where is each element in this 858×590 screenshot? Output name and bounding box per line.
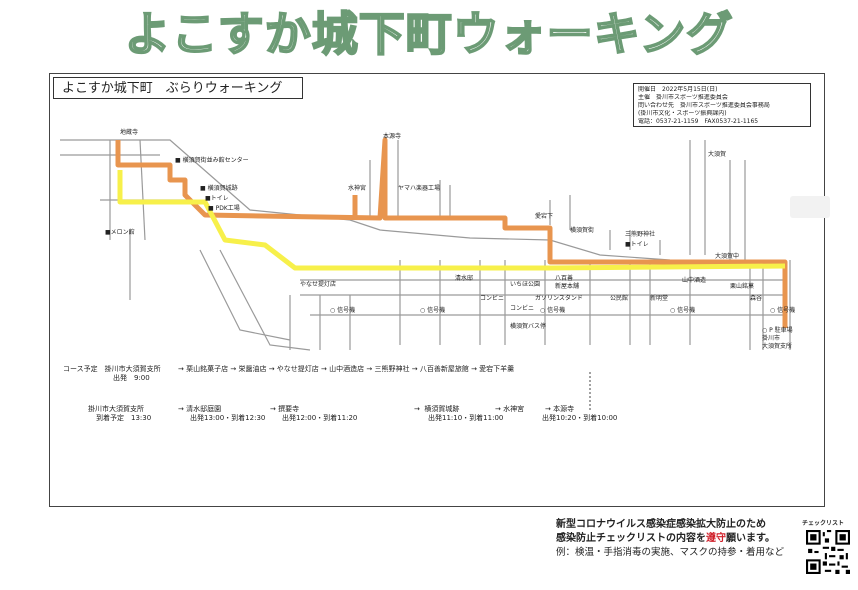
qr-label: チェックリスト bbox=[802, 520, 845, 527]
contact: 問い合わせ先 掛川市スポーツ推進委員会事務局 bbox=[638, 102, 770, 109]
label-toilet1: ■トイレ bbox=[205, 195, 229, 202]
label-bus: 横須賀バス停 bbox=[510, 322, 546, 330]
schedule-start-time: 出発 9:00 bbox=[113, 374, 150, 382]
stop-out-2: やなせ提灯店 bbox=[276, 365, 319, 373]
label-gasstand: ガソリンスタンド bbox=[535, 294, 583, 302]
phone: 電話：0537-21-1159 FAX0537-21-1165 bbox=[638, 118, 759, 125]
label-ito: いちほ公園 bbox=[510, 281, 540, 288]
label-toilet2: ■トイレ bbox=[625, 241, 649, 248]
event-info-box: 開催日 2022年5月15日(日) 主催 掛川市スポーツ推進委員会 問い合わせ先… bbox=[633, 83, 811, 127]
schedule-start-place: 掛川市大須賀支所 bbox=[104, 365, 161, 373]
label-park: ■メロン館 bbox=[105, 228, 135, 236]
organizer: 主催 掛川市スポーツ推進委員会 bbox=[638, 94, 728, 101]
notice-emphasis: 遵守 bbox=[706, 533, 726, 544]
label-aigoji: 愛宕下 bbox=[535, 212, 553, 220]
schedule-end-place: 掛川市大須賀支所 bbox=[88, 405, 144, 413]
stop-in-4: → 本源寺 bbox=[545, 405, 575, 413]
stop-in-0: → 清水邸庭園 bbox=[178, 405, 222, 413]
label-sta3: ○ 信号機 bbox=[540, 306, 565, 314]
label-yamanaka: 山中酒造 bbox=[682, 276, 706, 284]
label-shinmeido: 新明堂 bbox=[650, 294, 668, 302]
label-sta4: ○ 信号機 bbox=[670, 306, 695, 314]
label-awa: 栗山銘菓 bbox=[730, 282, 754, 290]
label-mori: 森谷 bbox=[750, 294, 762, 302]
stop-in-2-time: 出発11:10・到着11:00 bbox=[428, 414, 504, 422]
label-goal1: 掛川市 bbox=[762, 334, 780, 342]
label-kaido: 横須賀街 bbox=[570, 226, 594, 234]
route-return bbox=[117, 170, 786, 271]
notice-line3: 例：検温・手指消毒の実施、マスクの持参・着用など bbox=[556, 547, 785, 558]
label-shimizu: 清水邸 bbox=[455, 274, 473, 282]
label-daisuke: 大須賀 bbox=[708, 150, 726, 158]
route-outbound bbox=[115, 137, 788, 328]
stop-out-4: 三熊野神社 bbox=[374, 365, 410, 373]
stop-in-2: → 横須賀城跡 bbox=[414, 405, 460, 413]
label-daisho: 大須賀中 bbox=[715, 252, 739, 260]
label-ichiyasaku2: 新屋本舗 bbox=[555, 282, 579, 290]
schedule-end-time: 到着予定 13:30 bbox=[96, 414, 152, 422]
label-castle: ■ 横須賀城跡 bbox=[200, 184, 238, 192]
map-frame bbox=[49, 73, 825, 507]
stop-out-6: 愛宕下羊羹 bbox=[479, 365, 515, 373]
label-parking: ○ P 駐車場 bbox=[762, 326, 793, 334]
label-pdk: ■ PDK工場 bbox=[208, 204, 240, 212]
label-sta1: ○ 信号機 bbox=[330, 306, 355, 314]
department: (掛川市文化・スポーツ振興課内) bbox=[638, 110, 727, 117]
label-yamaha: ヤマハ楽器工場 bbox=[398, 184, 440, 192]
notice-line2: 感染防止チェックリストの内容を遵守願います。 bbox=[556, 533, 775, 544]
qr-code-icon[interactable] bbox=[806, 530, 850, 574]
stop-out-0: 栗山銘菓子店 bbox=[186, 365, 229, 373]
stop-in-3: → 水神宮 bbox=[495, 405, 525, 413]
label-honganji: 本源寺 bbox=[383, 132, 401, 140]
notice-line1: 新型コロナウイルス感染症感染拡大防止のため bbox=[556, 519, 766, 530]
stop-in-0-time: 出発13:00・到着12:30 bbox=[190, 414, 266, 422]
label-chikuraku: やなせ提灯店 bbox=[300, 280, 336, 288]
side-scroll-handle[interactable] bbox=[790, 196, 830, 218]
schedule-start-label: コース予定 bbox=[63, 365, 98, 373]
label-conv2: コンビニ bbox=[510, 304, 534, 312]
banner-title: よこすか城下町ウォーキング bbox=[124, 6, 734, 62]
schedule-outbound: → 栗山銘菓子店 → 栄醤油店 → やなせ提灯店 → 山中酒造店 → 三熊野神社… bbox=[178, 365, 515, 373]
label-kohmin: 公民館 bbox=[610, 294, 628, 302]
route-map: 地蔵寺 ■ 横須賀街並み館センター ■ 横須賀城跡 ■トイレ ■ PDK工場 ■… bbox=[60, 128, 795, 351]
stop-in-1: → 撰要寺 bbox=[270, 405, 300, 413]
label-center: ■ 横須賀街並み館センター bbox=[175, 156, 249, 164]
stop-out-1: 栄醤油店 bbox=[238, 365, 267, 373]
label-ichiyasaku: 八百善 bbox=[555, 274, 573, 282]
course-title: よこすか城下町 ぶらりウォーキング bbox=[53, 77, 303, 99]
label-mishima: 三熊野神社 bbox=[625, 230, 655, 238]
covid-notice: 新型コロナウイルス感染症感染拡大防止のため 感染防止チェックリストの内容を遵守願… bbox=[556, 518, 806, 560]
event-date: 2022年5月15日(日) bbox=[662, 86, 718, 93]
label-mizujinja: 水神宮 bbox=[348, 184, 366, 192]
label-goal2: 大須賀支所 bbox=[762, 342, 792, 350]
label-sta2: ○ 信号機 bbox=[420, 306, 445, 314]
stop-in-1-time: 出発12:00・到着11:20 bbox=[282, 414, 358, 422]
schedule-connector bbox=[589, 372, 591, 412]
label-conv1: コンビニ bbox=[480, 294, 504, 302]
label-jizo: 地蔵寺 bbox=[120, 128, 138, 136]
stop-out-3: 山中酒造店 bbox=[329, 365, 365, 373]
date-label: 開催日 bbox=[638, 86, 657, 93]
stop-in-4-time: 出発10:20・到着10:00 bbox=[542, 414, 618, 422]
label-sta5: ○ 信号機 bbox=[770, 306, 795, 314]
stop-out-5: 八百善新屋旅館 bbox=[419, 365, 469, 373]
